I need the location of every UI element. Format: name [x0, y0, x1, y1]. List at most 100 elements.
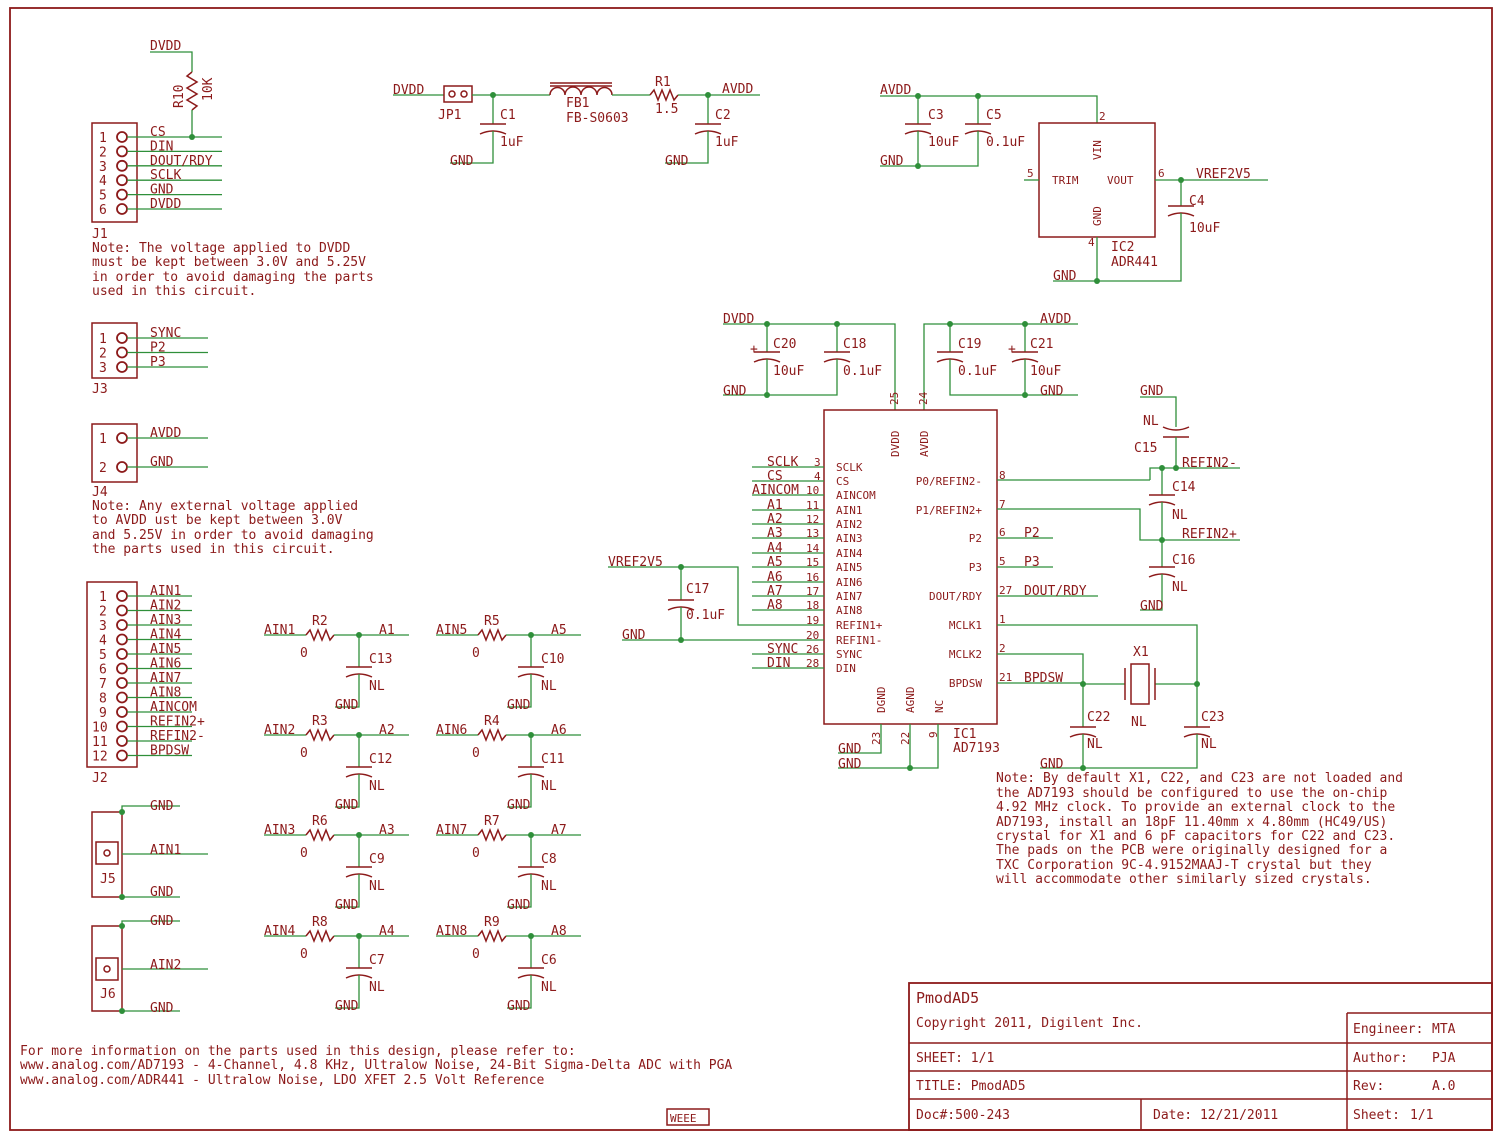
- weee-box: [666, 1108, 710, 1126]
- sheet-border: [9, 7, 1493, 1131]
- dvdd-note-4: used in this circuit.: [92, 284, 256, 299]
- ic1-left-pin-name: AIN8: [836, 604, 863, 617]
- filter-resistor-value: 0: [472, 746, 480, 761]
- j4-ref: J4: [92, 485, 108, 500]
- filter-gnd-wire: [507, 774, 532, 808]
- x1-ref: X1: [1133, 645, 1149, 660]
- crystal-note-4: AD7193, install an 18pF 11.40mm x 4.80mm…: [996, 815, 1387, 830]
- ic1-dgnd: GND: [838, 742, 862, 757]
- ic1-left-pin-number: 12: [806, 513, 819, 526]
- j1-pin-net: DVDD: [150, 197, 181, 212]
- ic1-right-pin-number: 2: [999, 642, 1006, 655]
- c4-value: 10uF: [1189, 221, 1220, 236]
- r1-avdd-label: AVDD: [722, 82, 753, 97]
- filter-cap-ref: C11: [541, 752, 564, 767]
- filter-resistor-value: 0: [472, 646, 480, 661]
- ic1-left-net: A6: [767, 570, 783, 585]
- j2-pin-pad: [116, 735, 128, 747]
- fb1-value: FB-S0603: [566, 111, 629, 126]
- filter-gnd-wire: [335, 874, 360, 908]
- dec-avdd-label: AVDD: [1040, 312, 1071, 327]
- ic1-pin-23: 23: [870, 732, 883, 745]
- ic1-left-net: A8: [767, 598, 783, 613]
- j3-pin-net: P3: [150, 355, 166, 370]
- ic1-right-net: BPDSW: [1024, 671, 1063, 686]
- filter-input-net: AIN1: [264, 623, 295, 638]
- filter-resistor: [305, 727, 335, 743]
- j1-pin-net: GND: [150, 183, 174, 198]
- filter-gnd: GND: [507, 798, 531, 813]
- j3-pin-net: P2: [150, 341, 166, 356]
- ic1-ref: IC1: [953, 727, 976, 742]
- c14-ref: C14: [1172, 480, 1196, 495]
- j5-gnd-top: GND: [150, 799, 174, 814]
- j3-pin-net: SYNC: [150, 326, 181, 341]
- avdd-note-1: Note: Any external voltage applied: [92, 499, 358, 514]
- info-line-3: www.analog.com/ADR441 - Ultralow Noise, …: [20, 1073, 545, 1088]
- filter-cap-value: NL: [541, 679, 557, 694]
- j1-pin-net: DIN: [150, 139, 173, 154]
- j2-pin-pad: [116, 648, 128, 660]
- c20-gnd: GND: [723, 384, 747, 399]
- j2-pin-pad: [116, 691, 128, 704]
- c4-ref: C4: [1189, 194, 1205, 209]
- j1-pin-pad: [116, 174, 128, 187]
- c22-ref: C22: [1087, 710, 1110, 725]
- filter-gnd-wire: [507, 874, 532, 908]
- filter-cap-ref: C10: [541, 652, 564, 667]
- j6-connector: GND AIN2 GND J6: [91, 914, 208, 1016]
- ic1-nc-pin: NC: [933, 700, 946, 713]
- filter-resistor-value: 0: [472, 846, 480, 861]
- c17-ref: C17: [686, 582, 709, 597]
- tb-date: Date: 12/21/2011: [1153, 1108, 1278, 1123]
- ic1-right-pin-name: BPDSW: [949, 677, 982, 690]
- crystal-note-7: TXC Corporation 9C-4.9152MAAJ-T crystal …: [996, 858, 1372, 873]
- j2-pin-number: 7: [99, 677, 107, 692]
- ic2-gnd-pin: GND: [1091, 206, 1104, 226]
- ic1-right-pin-name: P0/REFIN2-: [916, 475, 982, 488]
- c20-polarity: +: [750, 342, 758, 357]
- ic1-left-pin-name: SYNC: [836, 648, 863, 661]
- tb-engineer: MTA: [1432, 1022, 1456, 1037]
- filter-cap-value: NL: [369, 779, 385, 794]
- ic1-left-pin-name: AIN7: [836, 590, 863, 603]
- dvdd-note-3: in order to avoid damaging the parts: [92, 270, 374, 285]
- ic1-agnd: GND: [838, 757, 862, 772]
- ic1-left-net: A5: [767, 555, 783, 570]
- ic1-left-pin-name: AIN3: [836, 532, 863, 545]
- j6-ref: J6: [100, 987, 116, 1002]
- filter-cap-value: NL: [541, 879, 557, 894]
- filter-input-net: AIN7: [436, 823, 467, 838]
- j1-pin-number: 4: [99, 174, 107, 189]
- j1-pin-pad: [116, 159, 128, 172]
- j1-pin-pad: [116, 131, 128, 143]
- c15-gnd: GND: [1140, 384, 1164, 399]
- filter-gnd: GND: [335, 898, 359, 913]
- j4-pin-pad: [116, 432, 128, 444]
- ic1-left-pin-number: 4: [814, 470, 821, 483]
- ic1-left-net: SYNC: [767, 642, 798, 657]
- filter-resistor-value: 0: [300, 947, 308, 962]
- c1-value: 1uF: [500, 135, 524, 150]
- filter-output-net: A4: [379, 924, 395, 939]
- j6-gnd-top: GND: [150, 914, 174, 929]
- ic1-left-pin-number: 17: [806, 585, 819, 598]
- x1-value: NL: [1131, 715, 1147, 730]
- tb-sheet: SHEET: 1/1: [916, 1051, 994, 1066]
- c18-value: 0.1uF: [843, 364, 882, 379]
- ic1-left-net: SCLK: [767, 455, 798, 470]
- j4-pin-net: AVDD: [150, 426, 181, 441]
- avdd-note-2: to AVDD ust be kept between 3.0V: [92, 513, 343, 528]
- j1-pin-net: DOUT/RDY: [150, 154, 213, 169]
- ad7193-ic: DVDD AVDD 25 24 DGND AGND NC 23 22 9 GND…: [752, 391, 1098, 772]
- j2-pin-number: 9: [99, 706, 107, 721]
- j2-pin-net: AIN4: [150, 628, 181, 643]
- j1-ref: J1: [92, 227, 108, 242]
- crystal-gnd: GND: [1040, 757, 1064, 772]
- c16-ref: C16: [1172, 553, 1195, 568]
- j2-pin-pad: [116, 619, 128, 631]
- ic1-right-pin-name: P1/REFIN2+: [916, 504, 983, 517]
- c5-ref: C5: [986, 108, 1002, 123]
- ic2-pin-2: 2: [1099, 110, 1106, 123]
